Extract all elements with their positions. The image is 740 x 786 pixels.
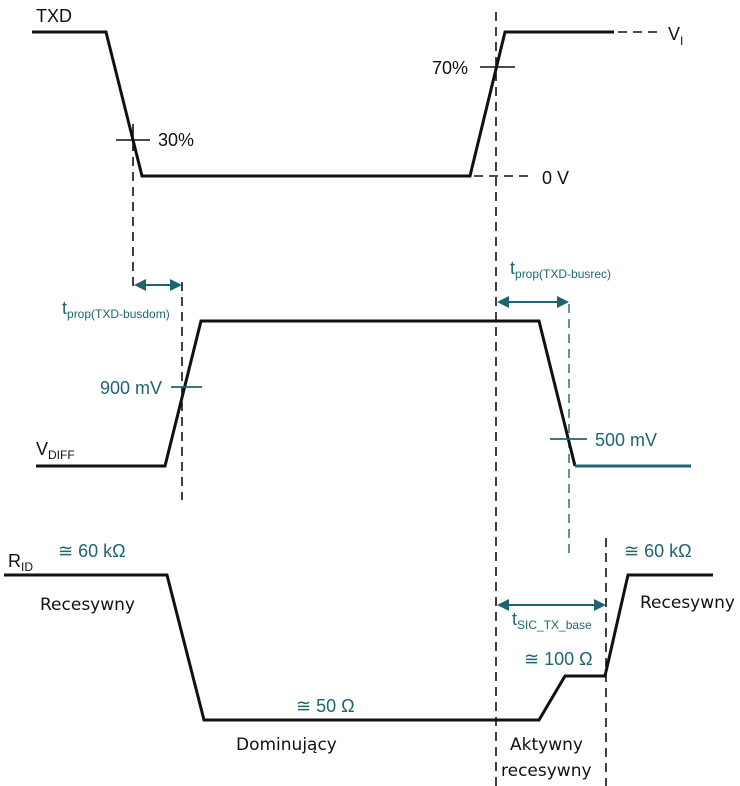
txd-70-percent-label: 70%	[432, 58, 468, 78]
rid-dominant-resistance: ≅ 50 Ω	[296, 696, 355, 716]
vdiff-label: VDIFF	[36, 439, 75, 462]
vdiff-waveform	[36, 319, 577, 468]
rid-active-recessive-resistance: ≅ 100 Ω	[524, 649, 593, 669]
busrec-timing-label: tprop(TXD-busrec)	[510, 258, 611, 281]
sic-tx-base-timing-label: tSIC_TX_base	[512, 609, 592, 632]
state-recessive-right: Recesywny	[640, 593, 735, 613]
sic-tx-base-timing-arrow	[497, 599, 606, 611]
vdiff-900mv-label: 900 mV	[100, 378, 162, 398]
rid-waveform	[4, 573, 713, 722]
txd-low-level-label: 0 V	[542, 168, 569, 188]
state-active-recessive-line1: Aktywny	[510, 735, 583, 755]
rid-label: RID	[8, 551, 33, 574]
busdom-timing-arrow	[134, 279, 182, 291]
rid-recessive-left-resistance: ≅ 60 kΩ	[58, 541, 126, 561]
txd-waveform	[32, 30, 614, 178]
txd-high-level-label: VI	[668, 24, 683, 48]
state-active-recessive-line2: recesywny	[501, 761, 592, 781]
txd-label: TXD	[36, 6, 72, 26]
rid-recessive-right-resistance: ≅ 60 kΩ	[624, 541, 692, 561]
vdiff-500mv-label: 500 mV	[595, 430, 657, 450]
busdom-timing-label: tprop(TXD-busdom)	[62, 298, 170, 321]
txd-30-percent-label: 30%	[158, 130, 194, 150]
busrec-timing-arrow	[497, 296, 569, 308]
state-dominant: Dominujący	[236, 735, 337, 755]
state-recessive-left: Recesywny	[40, 595, 135, 615]
